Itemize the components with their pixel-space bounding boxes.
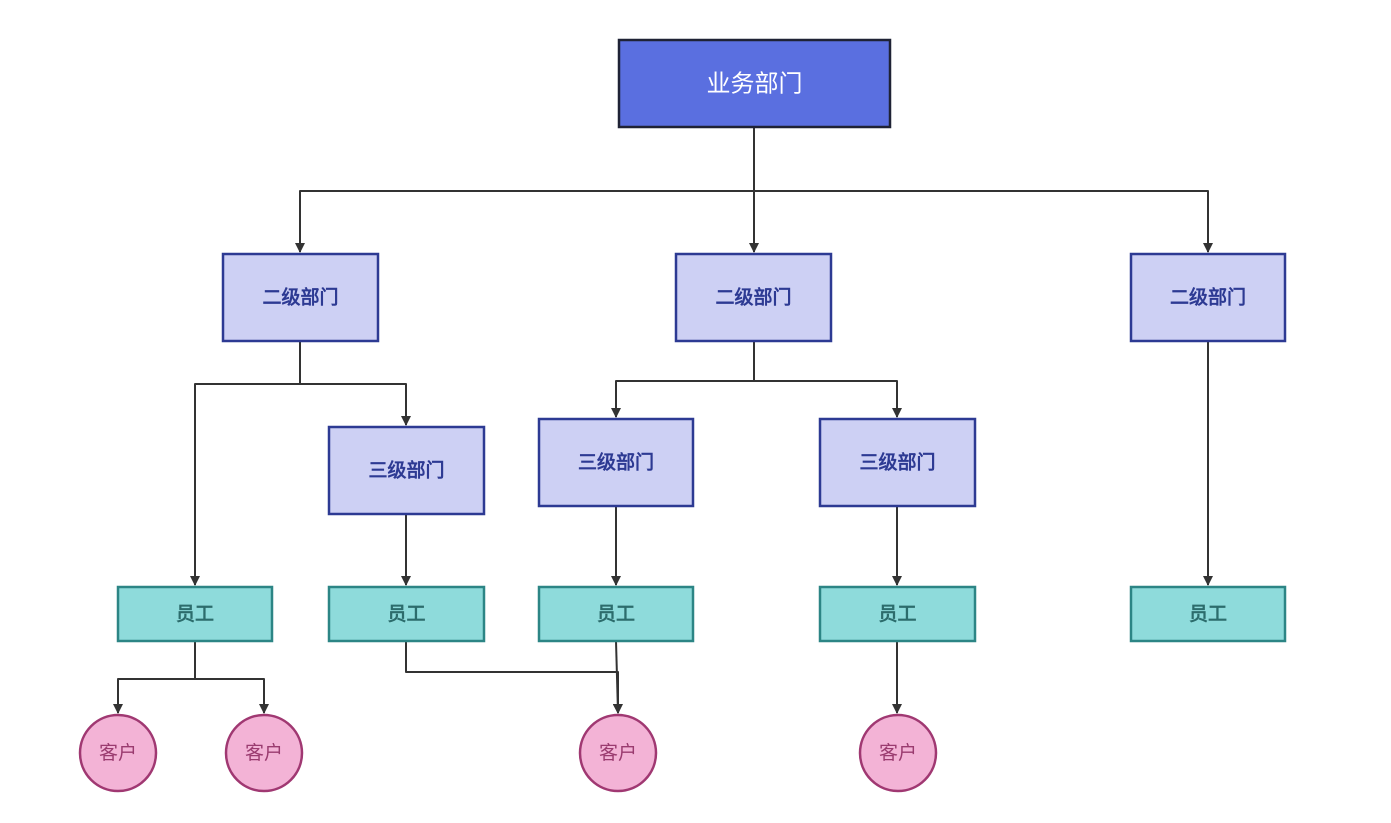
employee-node-e3[interactable]: 员工 (537, 585, 695, 643)
connector-l2b-to-l3c (754, 380, 902, 418)
node-box (818, 417, 977, 508)
node-circle (578, 713, 658, 793)
node-label: 客户 (879, 742, 917, 764)
node-label: 客户 (245, 742, 283, 764)
node-circle (224, 713, 304, 793)
department-node-l2a[interactable]: 二级部门 (221, 252, 380, 343)
connector-l2a-to-l3a (300, 383, 411, 426)
connector-e1-to-c1 (113, 641, 196, 714)
employee-node-e4[interactable]: 员工 (818, 585, 977, 643)
department-node-l3c[interactable]: 三级部门 (818, 417, 977, 508)
node-box (617, 38, 892, 129)
node-label: 业务部门 (707, 70, 803, 98)
node-circle (858, 713, 938, 793)
connector-root-to-l2a (295, 127, 755, 253)
department-node-l2b[interactable]: 二级部门 (674, 252, 833, 343)
customer-node-c1[interactable]: 客户 (78, 713, 158, 793)
node-label: 三级部门 (859, 451, 935, 474)
node-box (1129, 585, 1287, 643)
connector-l2a-to-e1 (190, 341, 301, 586)
node-label: 员工 (387, 603, 425, 625)
node-label: 客户 (599, 742, 637, 764)
node-label: 三级部门 (368, 459, 444, 482)
node-label: 三级部门 (578, 451, 654, 474)
department-node-l2c[interactable]: 二级部门 (1129, 252, 1287, 343)
node-label: 员工 (597, 603, 635, 625)
node-box (674, 252, 833, 343)
department-node-l3a[interactable]: 三级部门 (327, 425, 486, 516)
node-label: 二级部门 (715, 286, 791, 309)
connector-root-to-l2c (754, 190, 1213, 253)
connector-e2-to-c3 (405, 641, 623, 714)
connector-l2b-to-l3b (611, 341, 755, 418)
node-box (537, 585, 695, 643)
node-box (327, 585, 486, 643)
node-box (327, 425, 486, 516)
node-label: 二级部门 (262, 286, 338, 309)
department-node-l3b[interactable]: 三级部门 (537, 417, 695, 508)
node-label: 员工 (176, 603, 214, 625)
node-box (221, 252, 380, 343)
root-department-node-root[interactable]: 业务部门 (617, 38, 892, 129)
node-circle (78, 713, 158, 793)
connector-e3-to-c3 (612, 640, 623, 714)
node-box (818, 585, 977, 643)
node-box (1129, 252, 1287, 343)
node-label: 员工 (878, 603, 916, 625)
connector-e1-to-c2 (195, 678, 269, 714)
employee-node-e5[interactable]: 员工 (1129, 585, 1287, 643)
node-box (116, 585, 274, 643)
connectors-layer (113, 127, 1213, 714)
node-label: 员工 (1189, 603, 1227, 625)
node-label: 客户 (99, 742, 137, 764)
employee-node-e2[interactable]: 员工 (327, 585, 486, 643)
customer-node-c3[interactable]: 客户 (578, 713, 658, 793)
node-box (537, 417, 695, 508)
customer-node-c2[interactable]: 客户 (224, 713, 304, 793)
node-label: 二级部门 (1170, 286, 1246, 309)
employee-node-e1[interactable]: 员工 (116, 585, 274, 643)
customer-node-c4[interactable]: 客户 (858, 713, 938, 793)
